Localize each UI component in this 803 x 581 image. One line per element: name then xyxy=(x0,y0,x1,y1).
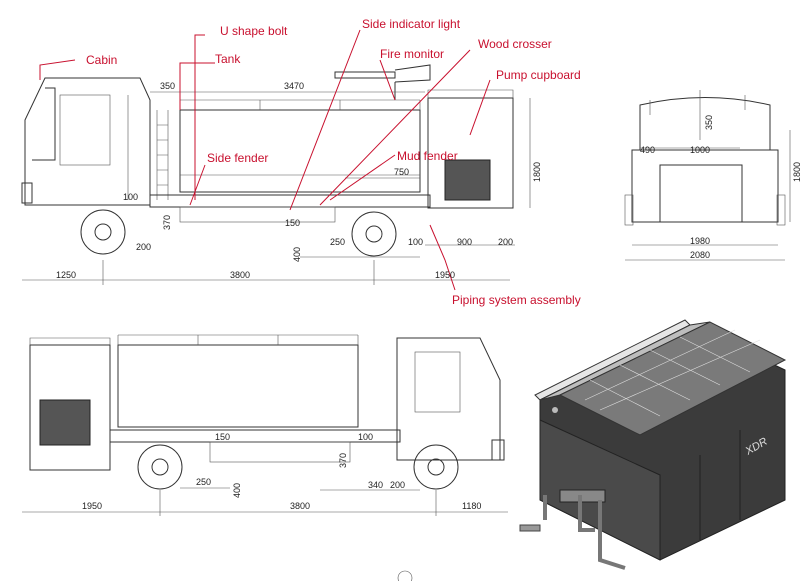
dim-text: 1000 xyxy=(690,145,710,155)
callout-piping-system: Piping system assembly xyxy=(452,293,581,307)
callout-side-indicator-light: Side indicator light xyxy=(362,17,461,31)
callout-wood-crosser: Wood crosser xyxy=(478,37,552,51)
side-view-bottom xyxy=(22,334,508,516)
dim-text: 1800 xyxy=(532,162,542,182)
dim-text: 750 xyxy=(394,167,409,177)
dim-text: 3800 xyxy=(230,270,250,280)
dim-text: 900 xyxy=(457,237,472,247)
dim-text: 100 xyxy=(358,432,373,442)
dim-text: 100 xyxy=(408,237,423,247)
dim-text: 350 xyxy=(160,81,175,91)
dim-text: 250 xyxy=(330,237,345,247)
side-view-top xyxy=(21,64,531,285)
callout-side-fender: Side fender xyxy=(207,151,268,165)
dim-text: 370 xyxy=(338,453,348,468)
dim-text: 1180 xyxy=(462,501,481,511)
dim-text: 100 xyxy=(123,192,138,202)
isometric-tank xyxy=(519,319,787,570)
dim-text: 1950 xyxy=(82,501,102,511)
dim-text: 200 xyxy=(390,480,405,490)
dim-text: 400 xyxy=(232,483,242,498)
dim-text: 1950 xyxy=(435,270,455,280)
callout-tank: Tank xyxy=(215,52,241,66)
callout-u-shape-bolt: U shape bolt xyxy=(220,24,288,38)
callout-pump-cupboard: Pump cupboard xyxy=(496,68,581,82)
dim-text: 400 xyxy=(292,247,302,262)
callout-mud-fender: Mud fender xyxy=(397,149,458,163)
callout-cabin: Cabin xyxy=(86,53,117,67)
dim-text: 1800 xyxy=(792,162,802,182)
dim-text: 1250 xyxy=(56,270,76,280)
dim-text: 3470 xyxy=(284,81,304,91)
dim-text: 200 xyxy=(498,237,513,247)
dim-text: 340 xyxy=(368,480,383,490)
dim-text: 250 xyxy=(196,477,211,487)
dim-text: 1980 xyxy=(690,236,710,246)
dim-text: 2080 xyxy=(690,250,710,260)
dim-text: 370 xyxy=(162,215,172,230)
dim-text: 200 xyxy=(136,242,151,252)
dim-text: 150 xyxy=(215,432,230,442)
callout-leaders xyxy=(39,29,491,291)
dim-text: 150 xyxy=(285,218,300,228)
dim-text: 3800 xyxy=(290,501,310,511)
callout-fire-monitor: Fire monitor xyxy=(380,47,444,61)
dim-text: 350 xyxy=(704,115,714,130)
dim-text: 490 xyxy=(640,145,655,155)
rear-view xyxy=(624,90,791,261)
